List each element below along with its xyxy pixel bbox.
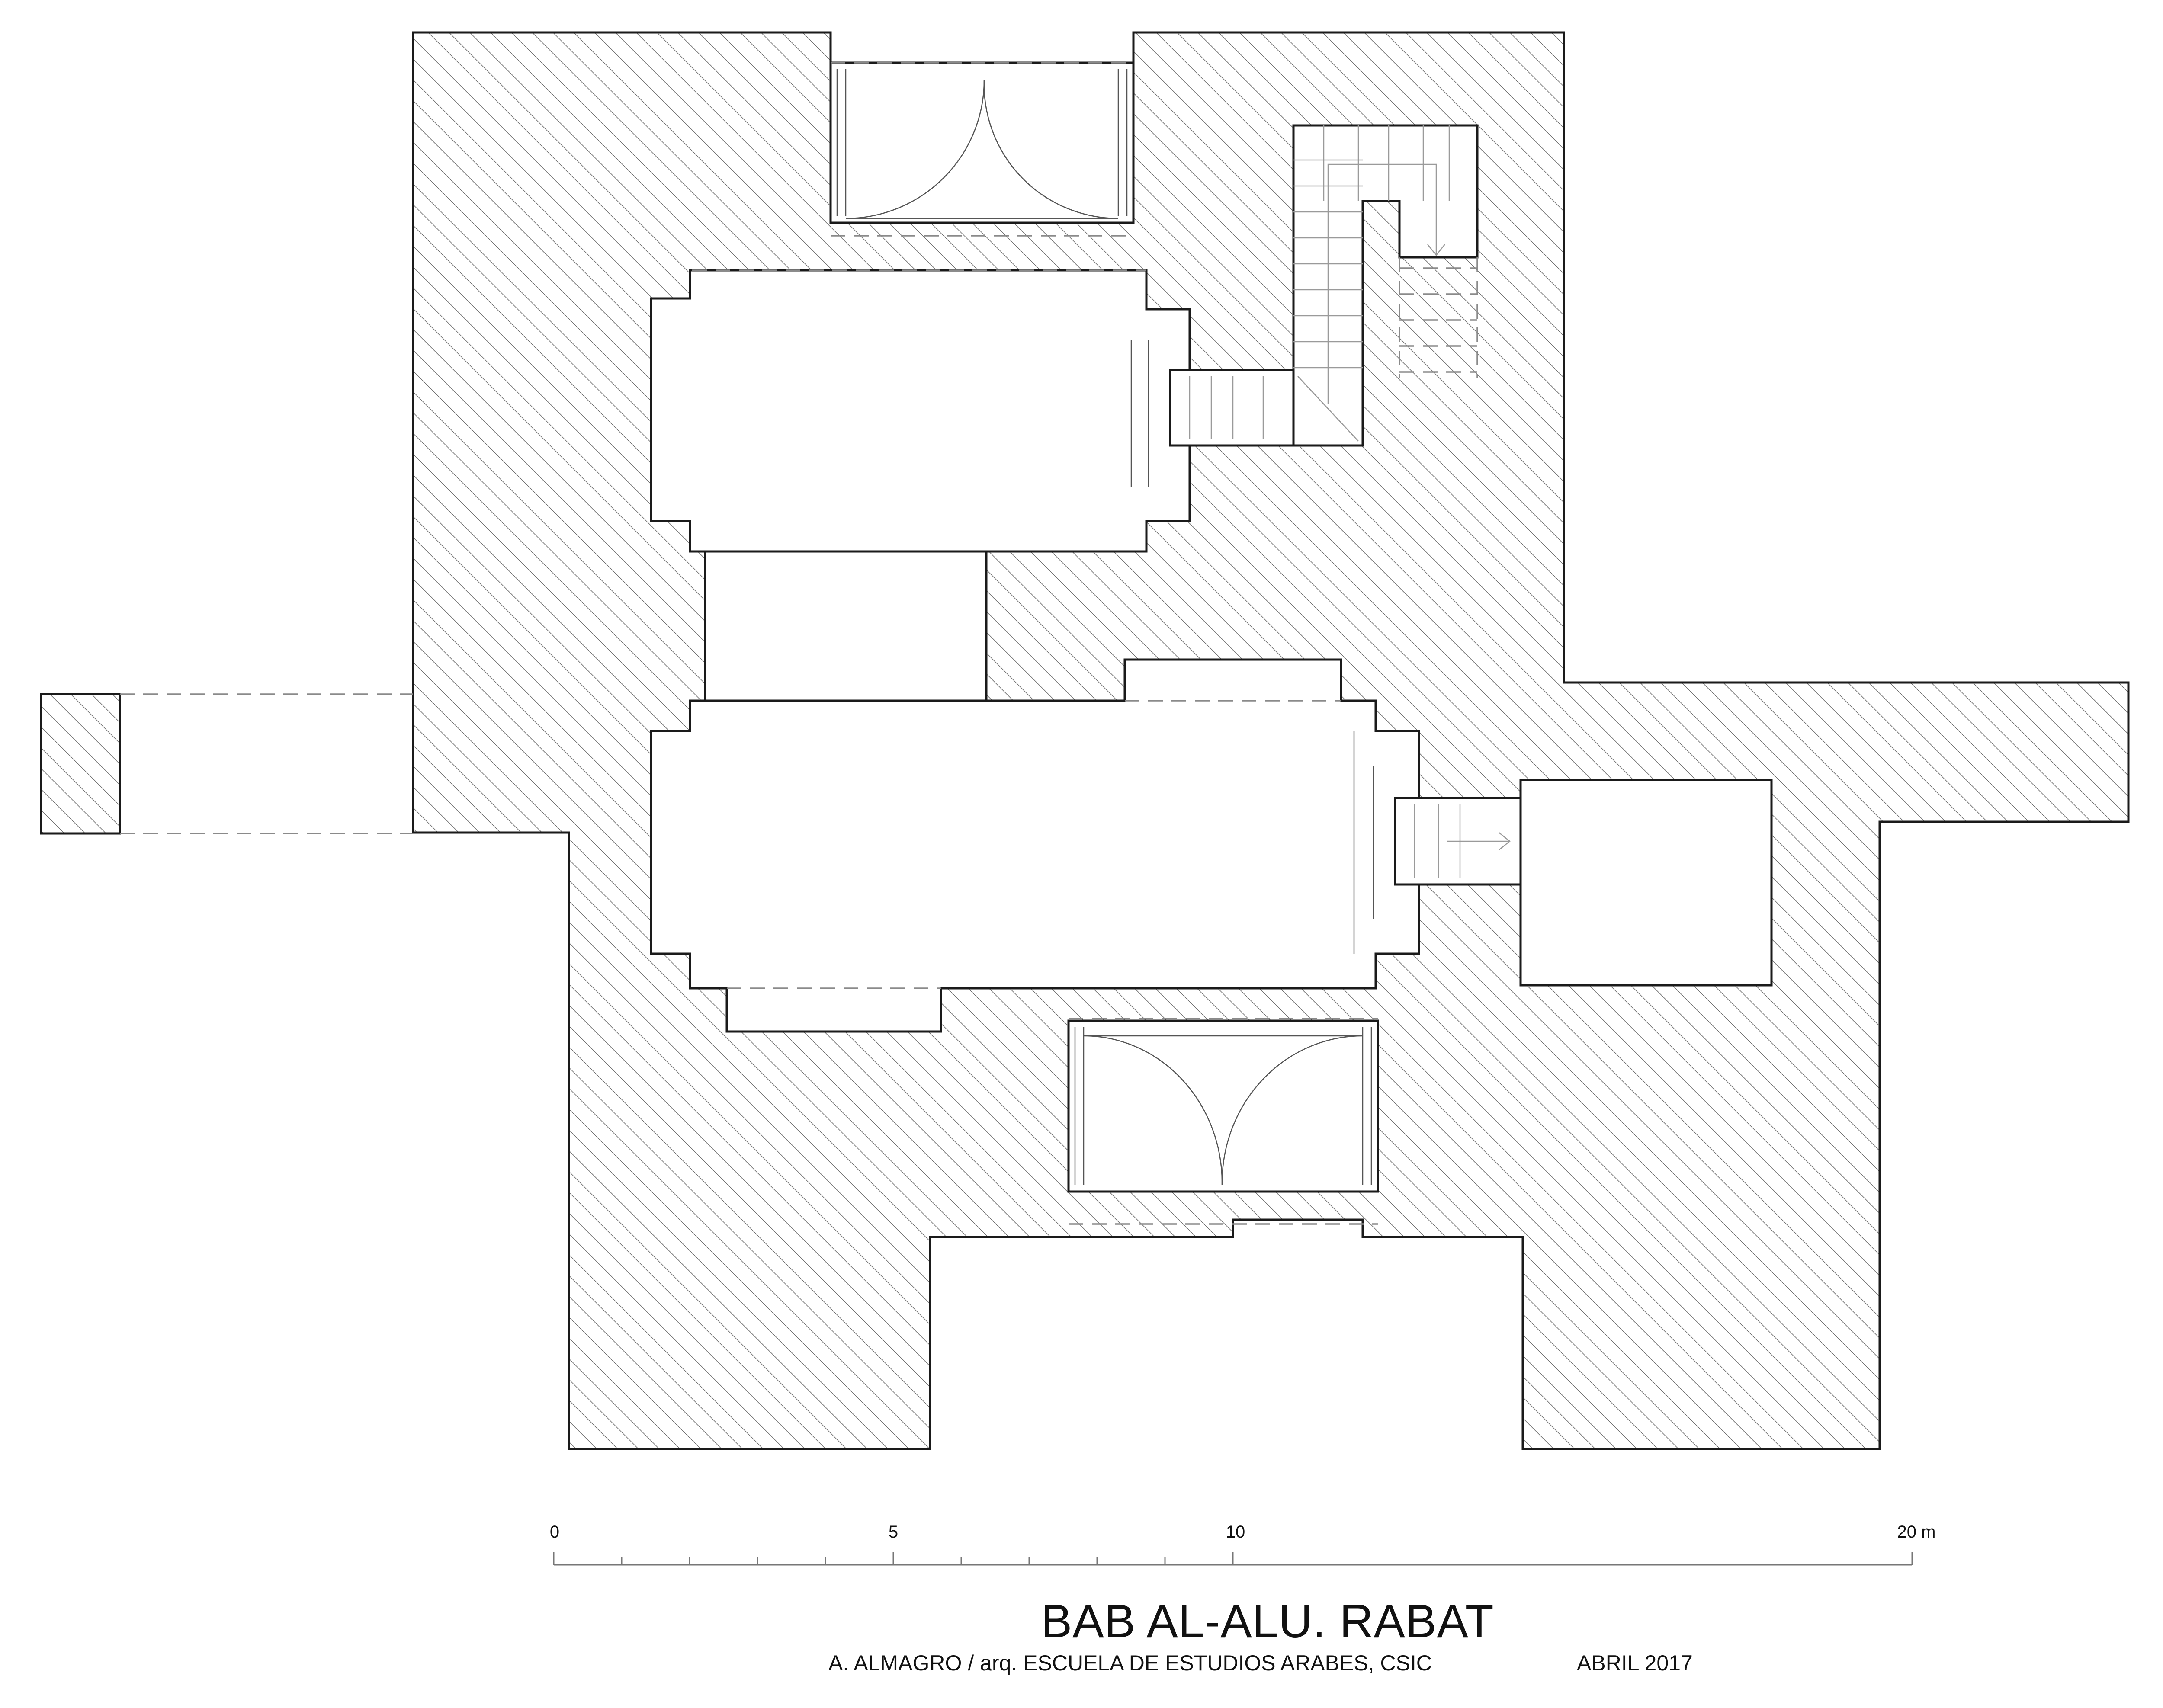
connecting-corridor	[704, 550, 988, 706]
north-door-leaf-left	[845, 80, 985, 219]
stair-treads	[1293, 125, 1450, 442]
north-door-leaf-right	[983, 80, 1119, 219]
hidden-stair-continuation	[1399, 257, 1478, 378]
drawing-date: ABRIL 2017	[1577, 1651, 1693, 1675]
north-gate-passage	[829, 61, 1135, 224]
scale-label-5: 5	[889, 1522, 898, 1541]
central-hall	[650, 658, 1420, 1033]
stair-passage	[1169, 369, 1301, 447]
scale-label-0: 0	[550, 1522, 559, 1541]
stair-tower	[1292, 124, 1479, 447]
drawing-credit: A. ALMAGRO / arq. ESCUELA DE ESTUDIOS AR…	[828, 1651, 1432, 1675]
east-passage-arrow	[1447, 832, 1511, 850]
east-room	[1519, 779, 1773, 987]
stair-direction-arrow	[1327, 163, 1445, 404]
upper-vestibule	[650, 269, 1191, 553]
drawing-title: BAB AL-ALU. RABAT	[1041, 1595, 1494, 1647]
scale-label-20m: 20 m	[1897, 1522, 1936, 1541]
scale-bar: 0 5 10 20 m	[550, 1522, 1936, 1566]
south-door-leaf-left	[1083, 1035, 1223, 1186]
south-door-leaf-right	[1221, 1035, 1363, 1186]
scale-label-10: 10	[1226, 1522, 1245, 1541]
west-wall-stub	[40, 693, 121, 835]
